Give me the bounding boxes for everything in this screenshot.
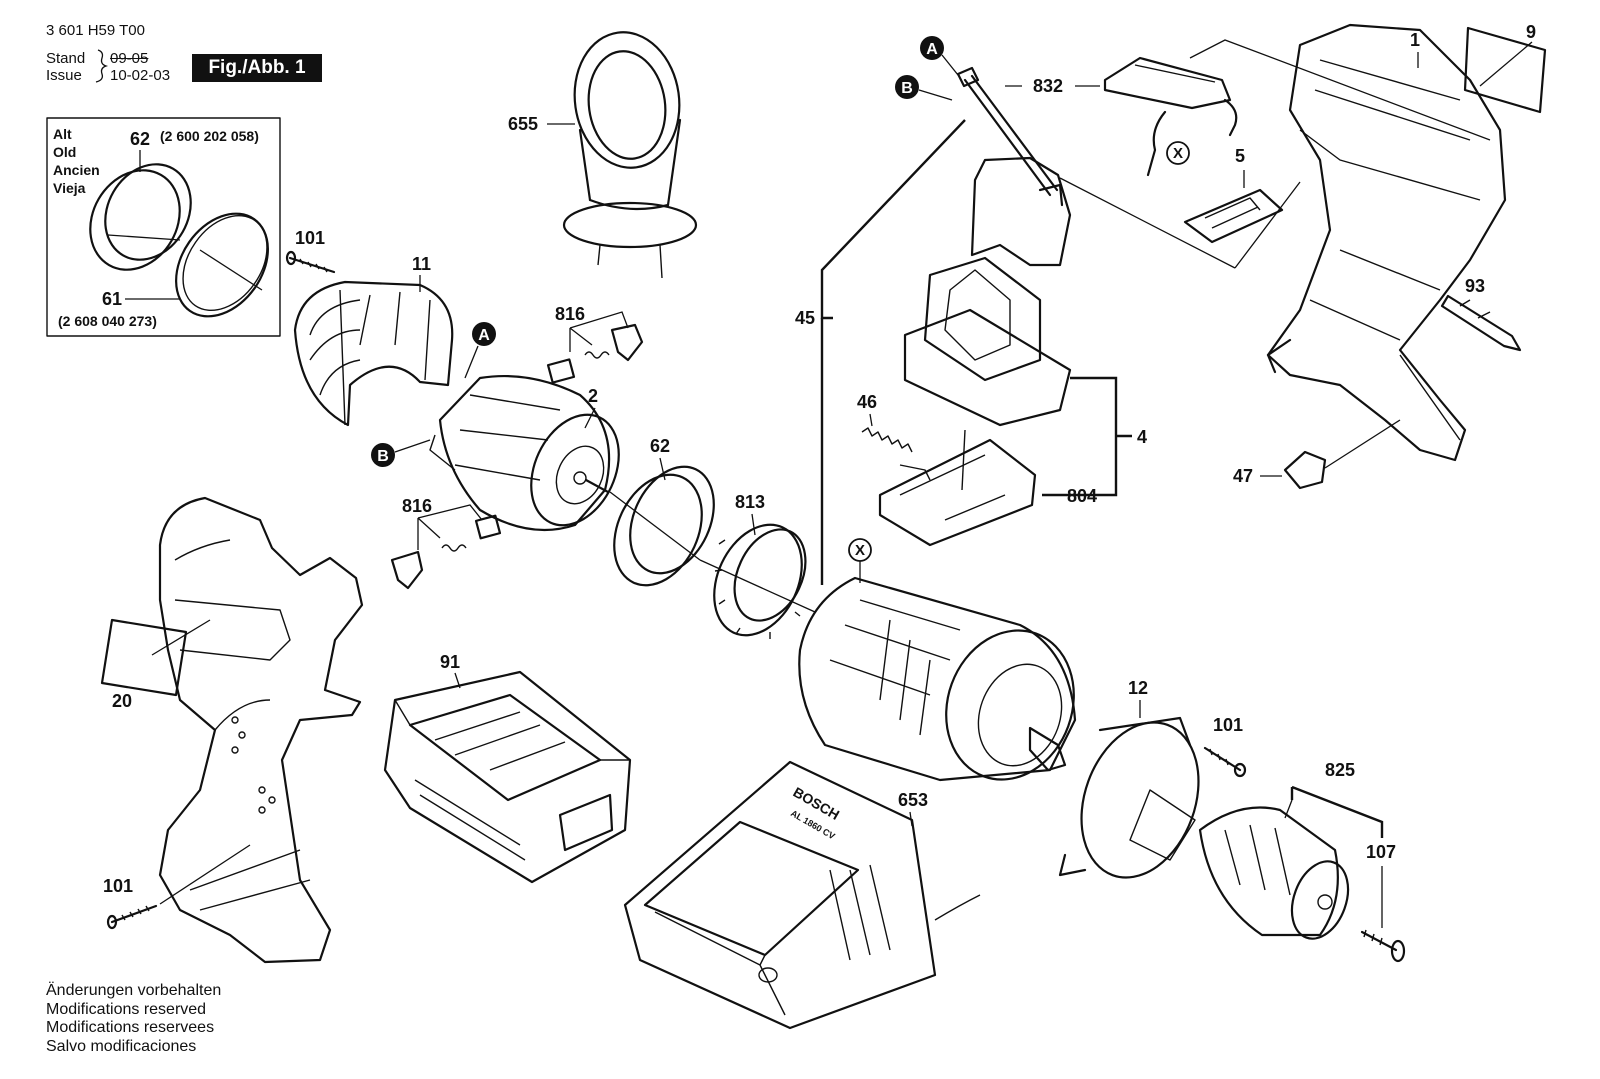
issue-label: Issue — [46, 67, 82, 84]
document-number: 3 601 H59 T00 — [46, 22, 145, 39]
footer-notes: Änderungen vorbehalten Modifications res… — [46, 982, 221, 1056]
footer-line-de: Änderungen vorbehalten — [46, 982, 222, 999]
stand-date: 09-05 — [110, 50, 149, 67]
part-46-spring — [861, 427, 931, 481]
inset-ring-62 — [89, 163, 192, 271]
bracket-4 — [1042, 376, 1132, 497]
part-91-battery — [383, 670, 632, 884]
part-11-cover — [293, 280, 454, 427]
callout-816-top: 816 — [555, 304, 585, 324]
footer-line-en: Modifications reserved — [46, 1000, 207, 1018]
callout-12: 12 — [1128, 678, 1148, 698]
inset-callout-62: 62 — [130, 129, 150, 149]
callout-107: 107 — [1366, 842, 1396, 862]
callout-813: 813 — [735, 492, 765, 512]
svg-text:A: A — [926, 41, 938, 58]
callout-655: 655 — [508, 114, 538, 134]
part-9-label — [1463, 26, 1547, 114]
svg-text:B: B — [377, 448, 389, 465]
marker-x-gearbox: X — [848, 538, 872, 562]
callout-816-bottom: 816 — [402, 496, 432, 516]
callout-93: 93 — [1465, 276, 1485, 296]
footer-line-es: Salvo modificaciones — [46, 1037, 197, 1055]
marker-a-top: A — [920, 36, 944, 60]
callout-1: 1 — [1410, 30, 1420, 50]
part-816-brush-top — [546, 323, 644, 384]
part-93-screwdriver-bit — [1440, 294, 1522, 352]
callout-832: 832 — [1033, 76, 1063, 96]
callout-101-bottom: 101 — [103, 876, 133, 896]
inset-retaining-ring-61 — [175, 212, 269, 318]
callout-47: 47 — [1233, 466, 1253, 486]
part-5-direction-slide — [1183, 188, 1284, 244]
callout-62: 62 — [650, 436, 670, 456]
callout-45: 45 — [795, 308, 815, 328]
gearbox-assembly — [798, 576, 1077, 782]
old-parts-inset: Alt Old Ancien Vieja 62 (2 600 202 058) … — [46, 117, 281, 337]
callout-101-top: 101 — [295, 228, 325, 248]
callout-11: 11 — [412, 254, 431, 274]
bracket-45 — [820, 119, 966, 320]
callout-825: 825 — [1325, 760, 1355, 780]
header-brace — [95, 49, 109, 83]
part-20-housing-left — [158, 496, 364, 964]
callout-101-front: 101 — [1213, 715, 1243, 735]
part-12-front-cover — [1058, 716, 1200, 879]
part-107-screw — [1360, 929, 1406, 963]
footer-line-fr: Modifications reservees — [46, 1019, 215, 1036]
svg-text:A: A — [478, 327, 490, 344]
callout-5: 5 — [1235, 146, 1245, 166]
part-101-screw-bottom — [106, 904, 158, 930]
part-47-belt-clip-part — [1283, 450, 1327, 490]
part-101-screw-front — [1203, 746, 1247, 778]
part-2-motor — [429, 374, 620, 532]
callout-653: 653 — [898, 790, 928, 810]
callout-46: 46 — [857, 392, 877, 412]
inset-part-number-61: (2 608 040 273) — [58, 313, 157, 329]
part-62-ring — [613, 465, 715, 587]
part-20-label-plate — [100, 618, 188, 697]
part-813-gear-ring — [713, 523, 807, 639]
callout-804: 804 — [1067, 486, 1097, 506]
callout-91: 91 — [440, 652, 460, 672]
svg-text:B: B — [901, 80, 913, 97]
part-816-brush-bottom — [390, 514, 502, 590]
issue-date: 10-02-03 — [110, 67, 171, 84]
marker-b-top: B — [895, 75, 919, 99]
svg-text:X: X — [855, 542, 865, 559]
part-4-switch-base — [903, 256, 1072, 427]
inset-callout-61: 61 — [102, 289, 122, 309]
callout-2: 2 — [588, 386, 598, 406]
part-825-chuck — [1198, 806, 1350, 940]
callout-4: 4 — [1137, 427, 1147, 447]
inset-title-old: Old — [53, 144, 76, 160]
part-832-clip — [1103, 56, 1238, 177]
stand-label: Stand — [46, 50, 86, 67]
inset-title-vieja: Vieja — [53, 180, 86, 196]
inset-title-ancien: Ancien — [53, 162, 100, 178]
marker-b-motor: B — [371, 443, 395, 467]
callout-9: 9 — [1526, 22, 1536, 42]
part-655-holder — [562, 31, 698, 279]
marker-x-clip: X — [1166, 141, 1190, 165]
inset-title-alt: Alt — [53, 126, 72, 142]
part-45-switch — [956, 66, 1072, 267]
bracket-825 — [1290, 785, 1384, 838]
figure-label: Fig./Abb. 1 — [192, 54, 322, 82]
part-101-screw-top — [285, 250, 336, 274]
part-1-housing-right — [1266, 23, 1507, 462]
marker-a-motor: A — [472, 322, 496, 346]
svg-text:X: X — [1173, 145, 1183, 162]
callout-20: 20 — [112, 691, 132, 711]
part-804-contact-plate — [878, 429, 1037, 547]
inset-part-number-62: (2 600 202 058) — [160, 128, 259, 144]
